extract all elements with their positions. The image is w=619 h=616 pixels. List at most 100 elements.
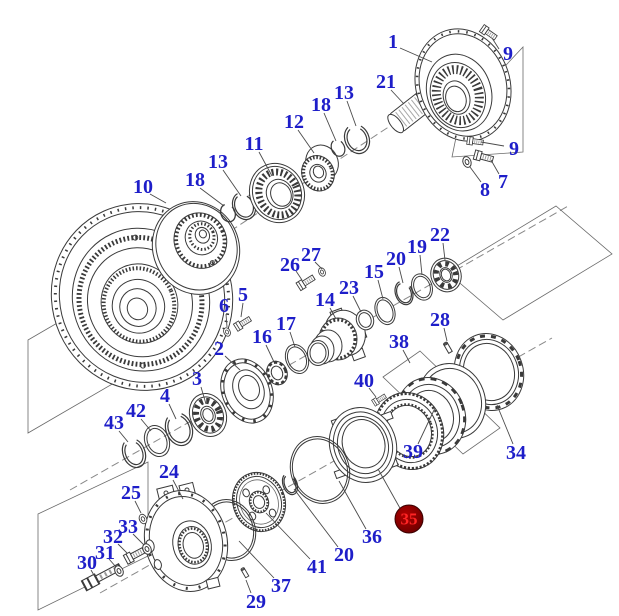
leader-line-32 xyxy=(117,543,128,554)
callout-37[interactable]: 37 xyxy=(271,575,291,597)
callout-30[interactable]: 30 xyxy=(77,552,97,574)
callout-9b[interactable]: 9 xyxy=(509,138,519,160)
leader-line-40 xyxy=(368,387,377,398)
callout-40[interactable]: 40 xyxy=(354,370,374,392)
callout-4[interactable]: 4 xyxy=(160,385,170,407)
part-20b-drawing xyxy=(281,472,299,496)
callout-26[interactable]: 26 xyxy=(280,254,300,276)
callout-34[interactable]: 34 xyxy=(506,442,526,464)
callout-28[interactable]: 28 xyxy=(430,309,450,331)
callout-8[interactable]: 8 xyxy=(480,179,490,201)
callout-18b[interactable]: 18 xyxy=(185,169,205,191)
part-16-drawing xyxy=(266,360,288,386)
part-13a-drawing xyxy=(343,123,371,155)
callout-43[interactable]: 43 xyxy=(104,412,124,434)
leader-line-7 xyxy=(490,159,500,175)
callout-10[interactable]: 10 xyxy=(133,176,153,198)
leader-line-16 xyxy=(265,344,275,363)
part-20a-drawing xyxy=(394,280,414,306)
callout-2[interactable]: 2 xyxy=(214,338,224,360)
leader-line-29 xyxy=(245,579,252,594)
callout-25[interactable]: 25 xyxy=(121,482,141,504)
callout-23[interactable]: 23 xyxy=(339,277,359,299)
part-19-drawing xyxy=(411,273,433,301)
part-5-bolt xyxy=(231,313,255,334)
leader-line-34 xyxy=(496,404,514,445)
part-2-drawing xyxy=(220,358,274,424)
callout-24[interactable]: 24 xyxy=(159,461,179,483)
callout-17[interactable]: 17 xyxy=(276,313,296,335)
callout-11[interactable]: 11 xyxy=(244,133,264,155)
callout-13a[interactable]: 13 xyxy=(334,82,354,104)
callout-19[interactable]: 19 xyxy=(407,236,427,258)
part-42-drawing xyxy=(143,424,171,458)
leader-line-39 xyxy=(417,407,436,445)
leader-line-11 xyxy=(258,151,273,177)
part-14-drawing xyxy=(307,307,368,366)
callout-20a[interactable]: 20 xyxy=(386,248,406,270)
leader-line-43 xyxy=(118,430,129,443)
part-27-nut xyxy=(316,266,328,278)
part-29-pin xyxy=(240,566,250,579)
callout-15[interactable]: 15 xyxy=(364,261,384,283)
leader-line-6 xyxy=(225,313,228,328)
leader-line-5 xyxy=(240,302,244,318)
callout-32[interactable]: 32 xyxy=(103,526,123,548)
callout-38[interactable]: 38 xyxy=(389,331,409,353)
leader-line-41 xyxy=(265,512,311,560)
callout-14[interactable]: 14 xyxy=(315,289,335,311)
callout-39[interactable]: 39 xyxy=(403,441,423,463)
part-18a-drawing xyxy=(330,139,346,157)
callout-29[interactable]: 29 xyxy=(246,591,266,613)
callout-1[interactable]: 1 xyxy=(388,31,398,53)
leader-line-9a xyxy=(491,37,500,50)
leader-line-19 xyxy=(419,254,423,276)
callout-12[interactable]: 12 xyxy=(284,111,304,133)
callout-5[interactable]: 5 xyxy=(238,284,248,306)
leader-line-20a xyxy=(398,266,404,284)
callout-3[interactable]: 3 xyxy=(192,368,202,390)
callout-6[interactable]: 6 xyxy=(219,295,229,317)
callout-22[interactable]: 22 xyxy=(430,224,450,246)
callout-13b[interactable]: 13 xyxy=(208,151,228,173)
part-8-washer xyxy=(460,154,474,170)
callout-27[interactable]: 27 xyxy=(301,244,321,266)
leader-line-42 xyxy=(140,418,152,432)
leader-line-10 xyxy=(149,193,167,204)
part-36-drawing xyxy=(289,436,351,504)
callout-41[interactable]: 41 xyxy=(307,556,327,578)
leader-line-1 xyxy=(399,47,433,63)
leader-line-30 xyxy=(90,569,96,578)
leader-line-13a xyxy=(346,100,357,127)
leader-line-2 xyxy=(224,355,241,371)
callout-18a[interactable]: 18 xyxy=(311,94,331,116)
callout-16[interactable]: 16 xyxy=(252,326,272,348)
part-12-drawing xyxy=(301,144,339,192)
callout-31[interactable]: 31 xyxy=(95,542,115,564)
leader-line-22 xyxy=(442,242,446,261)
leader-line-38 xyxy=(402,349,411,364)
part-1-drawing xyxy=(414,28,512,142)
callout-9a[interactable]: 9 xyxy=(503,43,513,65)
leader-line-14 xyxy=(329,307,337,320)
leader-line-8 xyxy=(469,166,482,183)
leader-line-18b xyxy=(199,187,225,207)
leader-line-36 xyxy=(338,480,367,530)
leader-line-33 xyxy=(132,533,145,546)
leader-line-25 xyxy=(134,500,142,514)
callout-7[interactable]: 7 xyxy=(498,171,508,193)
part-38-39-clutch-pack-drawing xyxy=(373,363,487,470)
leader-line-12 xyxy=(297,129,315,154)
leader-line-20b xyxy=(293,488,339,548)
callout-33[interactable]: 33 xyxy=(118,516,138,538)
part-43-drawing xyxy=(121,437,147,469)
leader-line-28 xyxy=(443,327,448,342)
callout-42[interactable]: 42 xyxy=(126,400,146,422)
callout-21[interactable]: 21 xyxy=(376,71,396,93)
callout-35-highlighted[interactable]: 35 xyxy=(394,504,424,534)
callout-20b[interactable]: 20 xyxy=(334,544,354,566)
callout-36[interactable]: 36 xyxy=(362,526,382,548)
part-11-drawing xyxy=(248,162,306,224)
